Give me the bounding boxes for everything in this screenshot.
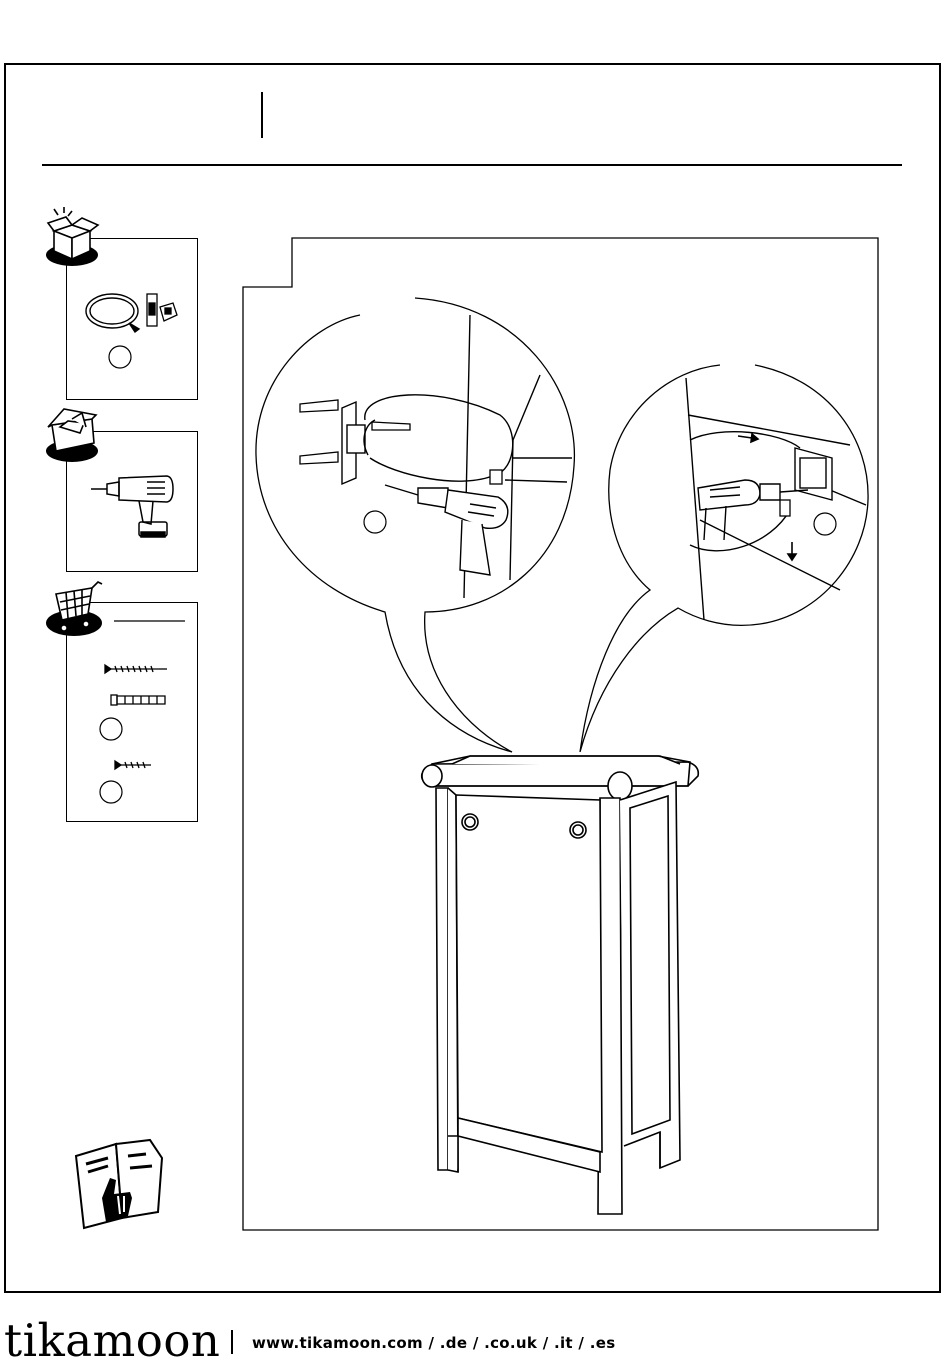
footer-website-links[interactable]: www.tikamoon.com / .de / .co.uk / .it / … xyxy=(252,1334,615,1352)
wall-plate-icon xyxy=(795,448,832,500)
detail-wall-fixing-installed xyxy=(580,365,868,752)
power-drill-icon xyxy=(698,480,808,540)
detail-bubble-outline xyxy=(580,365,868,752)
power-drill-icon xyxy=(385,485,508,575)
cable-tie-icon xyxy=(365,395,513,481)
wall-bracket-icon xyxy=(342,402,365,484)
footer-separator xyxy=(231,1330,233,1354)
detail-wall-anchor-drilling xyxy=(256,298,574,752)
detail-ref-circle xyxy=(814,513,836,535)
main-assembly-illustration xyxy=(0,0,950,1300)
detail-ref-circle xyxy=(364,511,386,533)
detail-bubble-outline xyxy=(256,298,574,752)
